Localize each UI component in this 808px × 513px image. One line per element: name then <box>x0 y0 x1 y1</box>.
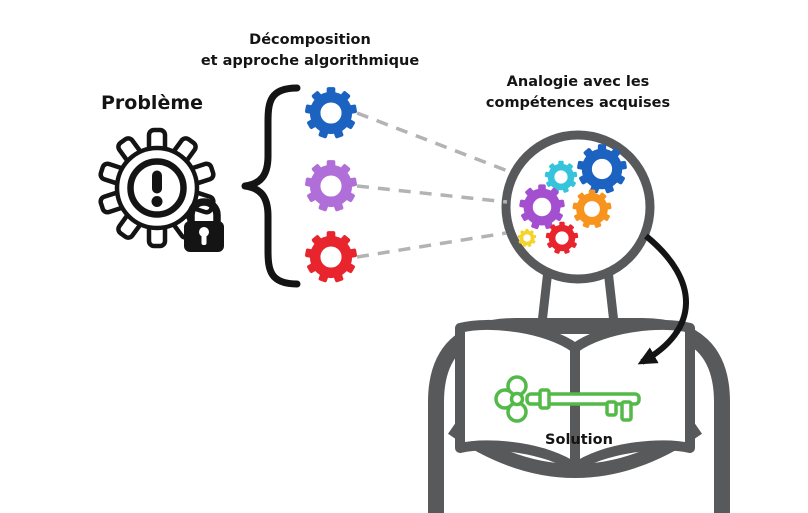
analogy-label-line2: compétences acquises <box>485 95 671 111</box>
problem-label: Problème <box>101 92 203 115</box>
problem-label-text: Problème <box>100 92 204 114</box>
lock-shackle <box>187 198 221 225</box>
solution-label: Solution <box>545 430 613 451</box>
decomposition-gear-blue-icon <box>305 87 358 139</box>
decomposition-gear-red-icon <box>305 231 358 283</box>
key-icon <box>494 375 641 423</box>
key-tooth <box>605 400 618 417</box>
exclamation-dot <box>151 196 163 207</box>
decomposition-label: Décomposition et approche algorithmique <box>201 30 419 72</box>
solution-label-text: Solution <box>545 432 613 448</box>
analogy-label: Analogie avec les compétences acquises <box>486 72 670 114</box>
dashed-connectors <box>356 111 514 259</box>
curly-brace <box>241 84 301 288</box>
key-collar <box>538 388 551 410</box>
key-tooth <box>620 400 633 422</box>
decomposition-label-line1: Décomposition <box>249 32 371 48</box>
decomposition-gear-purple-icon <box>305 160 358 212</box>
problem-gear-icon <box>98 127 216 249</box>
dashed-connector <box>356 231 507 259</box>
lock-keyhole-slot <box>201 234 207 245</box>
lock-keyhole <box>199 227 209 237</box>
curved-arrow-icon <box>637 233 689 365</box>
lock-icon <box>184 198 224 252</box>
decomposition-gears <box>305 87 358 283</box>
decomposition-label-line2: et approche algorithmique <box>200 53 420 69</box>
analogy-label-line1: Analogie avec les <box>506 74 650 90</box>
dashed-connector <box>356 184 508 204</box>
dashed-connector <box>356 111 514 175</box>
exclamation-bar <box>152 170 162 194</box>
key-bow-center <box>509 391 525 407</box>
